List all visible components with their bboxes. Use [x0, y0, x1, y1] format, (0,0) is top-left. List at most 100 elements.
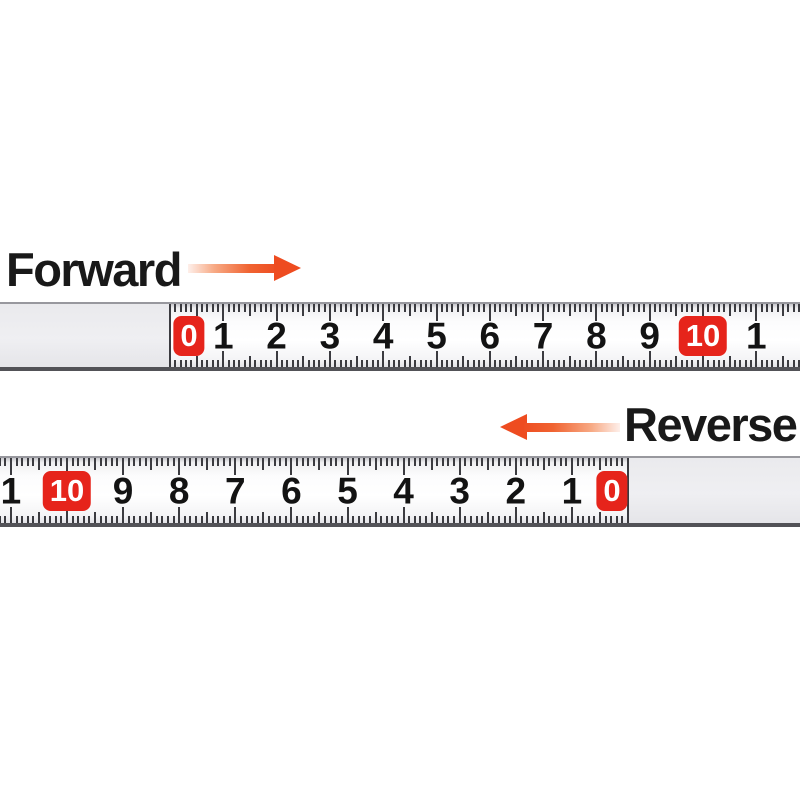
ruler-tick — [408, 356, 411, 367]
ruler-tick — [627, 304, 630, 312]
ruler-tick — [520, 458, 523, 466]
ruler-tick — [675, 356, 678, 367]
ruler-tick — [302, 356, 305, 367]
ruler-tick — [49, 458, 52, 466]
ruler-tick — [54, 516, 57, 523]
ruler-tick — [526, 458, 529, 466]
ruler-tick — [77, 516, 80, 523]
ruler-tick — [312, 360, 315, 367]
ruler-tick — [604, 516, 607, 523]
ruler-tick — [323, 360, 326, 367]
ruler-tick — [638, 360, 641, 367]
ruler-tick — [60, 458, 63, 466]
ruler-tick — [610, 458, 613, 466]
ruler-tick — [211, 516, 214, 523]
ruler-tick — [469, 516, 472, 523]
ruler-tick — [0, 458, 1, 466]
ruler-tick — [339, 304, 342, 312]
ruler-tick — [531, 304, 534, 312]
ruler-tick — [71, 458, 74, 466]
ruler-tick — [458, 507, 461, 523]
ruler-tick — [475, 516, 478, 523]
ruler-tick — [542, 512, 545, 523]
ruler-tick — [200, 360, 203, 367]
ruler-tick — [279, 458, 282, 466]
ruler-tick — [403, 304, 406, 312]
ruler-number: 1 — [746, 315, 767, 356]
ruler-tick — [419, 304, 422, 312]
ruler-tick — [259, 304, 262, 312]
ruler-tick — [611, 304, 614, 312]
ruler-tick — [621, 516, 624, 523]
ruler-tick — [643, 360, 646, 367]
ruler-tick — [552, 360, 555, 367]
ruler-tick — [254, 304, 257, 312]
ruler-tick — [385, 516, 388, 523]
ruler-tick — [616, 360, 619, 367]
ruler-tick — [279, 516, 282, 523]
ruler-tick — [600, 304, 603, 312]
ruler-tick — [648, 351, 651, 367]
ruler-tick — [680, 360, 683, 367]
ruler-tick — [691, 360, 694, 367]
ruler-tick — [234, 458, 237, 475]
ruler-tick — [4, 458, 7, 466]
ruler-tick — [291, 304, 294, 312]
ruler-tick — [133, 458, 136, 466]
ruler-tick — [593, 516, 596, 523]
ruler-tick — [144, 516, 147, 523]
ruler-tick — [387, 360, 390, 367]
ruler-tick — [178, 507, 181, 523]
ruler-tick — [537, 458, 540, 466]
ruler-tick — [403, 360, 406, 367]
ruler-tick — [376, 360, 379, 367]
ruler-tick — [590, 304, 593, 312]
ruler-tick — [559, 516, 562, 523]
ruler-tick — [396, 458, 399, 466]
ruler-tick — [520, 304, 523, 312]
ruler-tick — [21, 458, 24, 466]
ruler-tick — [787, 360, 790, 367]
ruler-tick — [598, 512, 601, 523]
ruler-number: 9 — [639, 315, 660, 356]
ruler-tick — [446, 304, 449, 312]
ruler-tick — [262, 458, 265, 470]
ruler-tick — [307, 458, 310, 466]
ruler-tick — [430, 304, 433, 312]
ruler-tick — [239, 458, 242, 466]
ruler-tick — [744, 360, 747, 367]
ruler-tick — [568, 304, 571, 316]
ruler-tick — [419, 360, 422, 367]
ruler-tick — [216, 304, 219, 312]
ruler-tick — [222, 351, 225, 367]
ruler-tick — [547, 360, 550, 367]
ruler-tick — [256, 516, 259, 523]
ruler-tick — [712, 360, 715, 367]
ruler-tick — [509, 516, 512, 523]
ruler-tick — [604, 458, 607, 466]
ruler-tick — [453, 458, 456, 466]
ruler-tick — [760, 360, 763, 367]
ruler-tick — [328, 351, 331, 367]
forward-arrow-shaft — [188, 264, 276, 273]
ruler-tick — [184, 304, 187, 312]
ruler-tick — [582, 516, 585, 523]
ruler-tick — [712, 304, 715, 312]
ruler-tick — [88, 516, 91, 523]
ruler-tick — [494, 360, 497, 367]
ruler-tick — [558, 304, 561, 312]
forward-label: Forward — [6, 243, 182, 296]
ruler-tick — [110, 516, 113, 523]
ruler-tick — [355, 304, 358, 316]
ruler-tick — [195, 356, 198, 367]
ruler-tick — [223, 458, 226, 466]
ruler-tick — [172, 516, 175, 523]
ruler-number: 9 — [112, 470, 134, 511]
ruler-tick — [458, 458, 461, 475]
ruler-tick — [15, 516, 18, 523]
ruler-tick — [514, 507, 517, 523]
ruler-tick — [344, 360, 347, 367]
ruler-tick — [334, 360, 337, 367]
ruler-tick — [275, 304, 278, 321]
